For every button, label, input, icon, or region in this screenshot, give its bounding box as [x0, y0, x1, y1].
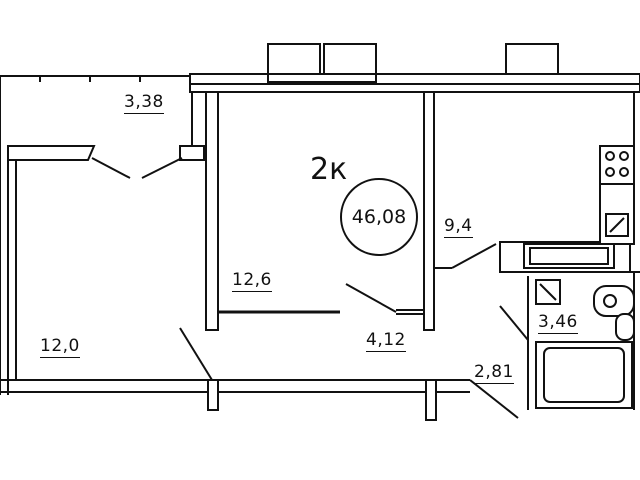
apartment-type: 2к [310, 152, 348, 187]
corridor-area: 2,81 [474, 362, 514, 384]
toilet [593, 285, 635, 317]
washer [615, 313, 635, 341]
window-kitchen [505, 43, 559, 75]
loggia-outline [0, 75, 190, 395]
bathroom-area: 3,46 [538, 312, 578, 334]
left-room-door [179, 327, 219, 411]
room-center-area: 12,6 [232, 270, 272, 292]
left-room-wall [0, 160, 210, 395]
bathroom-walls [499, 241, 640, 410]
kitchen-door [434, 243, 497, 269]
hallway-area: 4,12 [366, 330, 406, 352]
room-left-area: 12,0 [40, 336, 80, 358]
bottom-wall [218, 379, 519, 421]
kitchen-sink [599, 183, 635, 245]
top-wall [189, 73, 640, 93]
total-area-value: 46,08 [351, 206, 407, 228]
partition-center-kitchen [423, 91, 435, 331]
stove [599, 145, 635, 185]
partition-left-center [191, 91, 219, 331]
sink [535, 279, 561, 305]
window-room-center [262, 43, 384, 83]
total-area: 46,08 [340, 178, 418, 256]
bathtub [535, 341, 633, 409]
balcony-door [7, 145, 205, 179]
kitchen-area: 9,4 [444, 216, 473, 238]
center-room-door [218, 283, 424, 315]
loggia-area: 3,38 [124, 92, 164, 114]
